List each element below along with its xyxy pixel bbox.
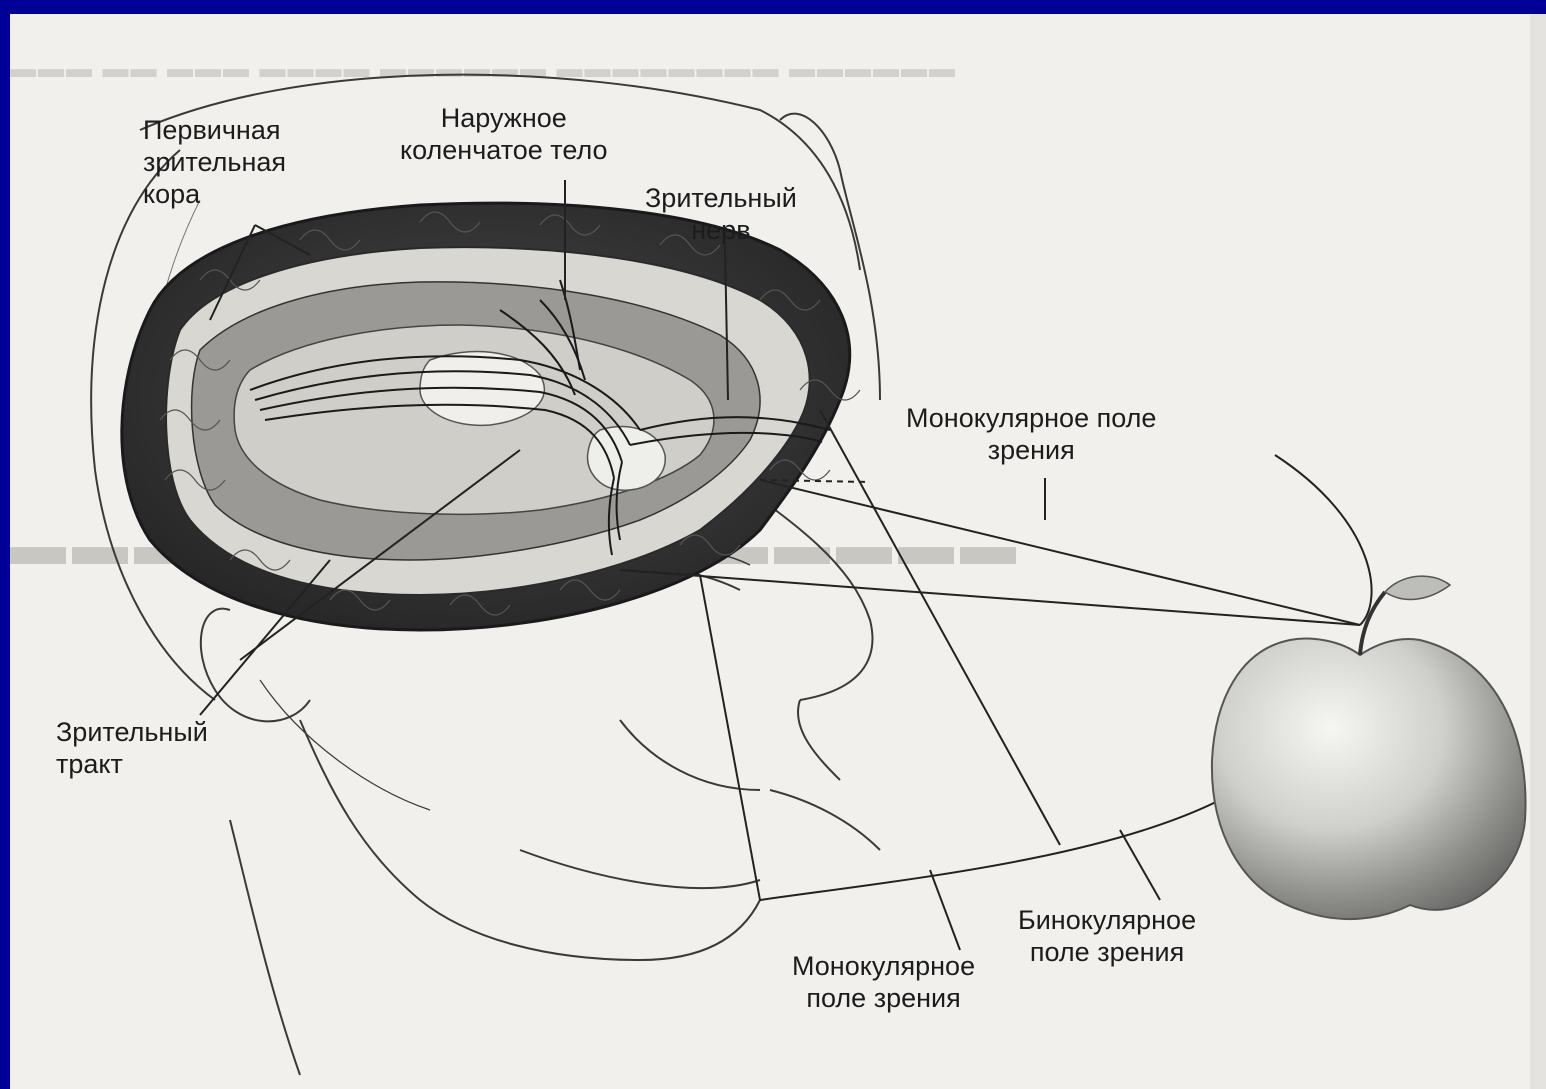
label-line: поле зрения (1018, 936, 1196, 968)
label-line: Бинокулярное (1018, 904, 1196, 936)
label-line: тракт (56, 748, 208, 780)
label-line: Монокулярное поле (906, 402, 1156, 434)
label-line: Зрительный (56, 716, 208, 748)
label-lateral-geniculate-body: Наружное коленчатое тело (400, 102, 608, 166)
label-line: кора (143, 178, 286, 210)
label-optic-tract: Зрительный тракт (56, 716, 208, 780)
label-line: Наружное (400, 102, 608, 134)
label-monocular-field-bottom: Монокулярное поле зрения (792, 950, 975, 1014)
label-line: Первичная (143, 114, 286, 146)
page-edge (1530, 14, 1546, 1089)
label-line: поле зрения (792, 982, 975, 1014)
apple-illustration (1212, 576, 1526, 919)
label-binocular-field: Бинокулярное поле зрения (1018, 904, 1196, 968)
label-optic-nerve: Зрительный нерв (645, 182, 797, 246)
label-line: Зрительный (645, 182, 797, 214)
label-monocular-field-right: Монокулярное поле зрения (906, 402, 1156, 466)
label-line: зрительная (143, 146, 286, 178)
label-line: нерв (645, 214, 797, 246)
label-line: Монокулярное (792, 950, 975, 982)
label-line: зрения (906, 434, 1156, 466)
label-primary-visual-cortex: Первичная зрительная кора (143, 114, 286, 210)
figure-plate: ▬▬▬ ▬▬ ▬▬▬ ▬▬▬▬ ▬▬▬▬▬▬ ▬▬▬▬▬▬▬▬ ▬▬▬▬▬▬ ▬… (10, 14, 1530, 1089)
label-line: коленчатое тело (400, 134, 608, 166)
